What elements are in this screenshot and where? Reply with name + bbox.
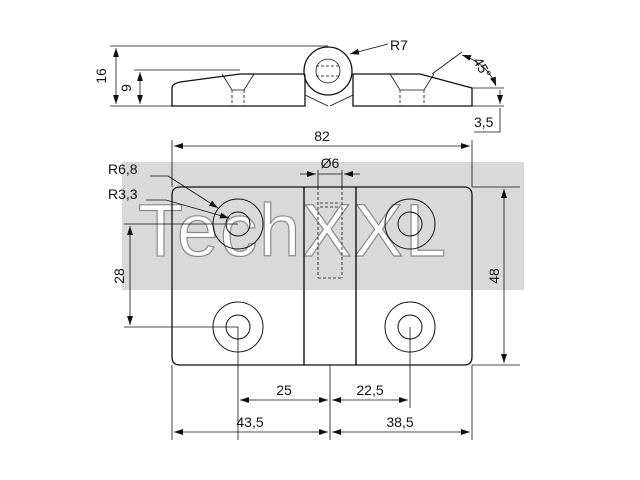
knuckle (303, 46, 353, 96)
dim-body-9: 9 (118, 84, 134, 92)
front-view: 82 Ø6 R6,8 R3,3 28 48 25 (108, 128, 520, 440)
dim-right-hole-offset: 22,5 (356, 382, 383, 398)
dim-height-16: 16 (93, 68, 109, 84)
pin-hidden (317, 187, 343, 279)
dim-outer-radius: R6,8 (108, 161, 138, 177)
watermark-text: TechXXL (138, 189, 448, 272)
dim-left-half: 43,5 (236, 414, 263, 430)
pin-hidden-lines (316, 65, 340, 77)
dim-height-48: 48 (486, 268, 502, 284)
hole-top-right (384, 198, 436, 250)
dim-hole-spacing: 28 (111, 268, 127, 284)
dim-left-hole-offset: 25 (276, 382, 292, 398)
dim-right-half: 38,5 (386, 414, 413, 430)
dim-width-82: 82 (314, 128, 330, 144)
dim-pin-diameter: Ø6 (321, 155, 340, 171)
watermark-band (122, 162, 524, 290)
countersink-left (221, 73, 255, 91)
dim-thickness: 3,5 (474, 114, 494, 130)
dim-pin-radius: R7 (390, 37, 408, 53)
dim-hole-radius: R3,3 (108, 186, 138, 202)
hinge-plate (171, 186, 473, 366)
pin-hole (315, 58, 341, 84)
dim-angle: 45° (470, 54, 494, 80)
watermark: TechXXL (122, 162, 524, 290)
countersink-right (389, 73, 435, 91)
top-view: 16 9 R7 45° 3,5 (93, 37, 504, 133)
